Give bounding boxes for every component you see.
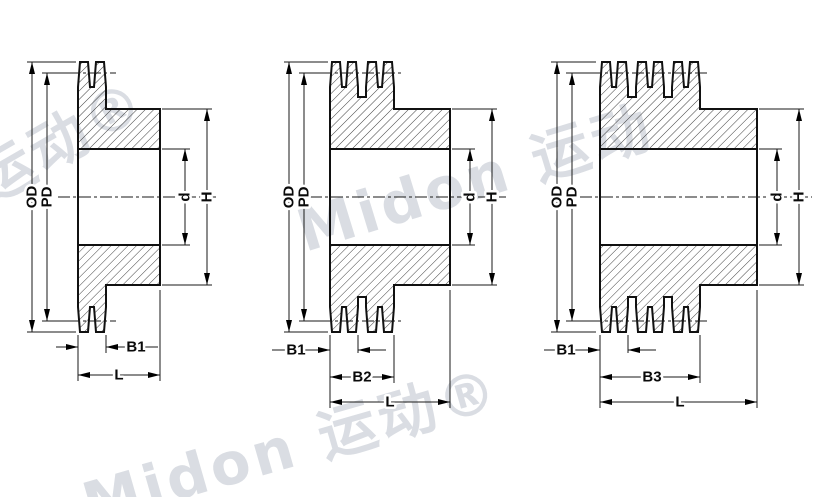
dimension-lines [29, 62, 210, 378]
bore-diameter-label: d [462, 192, 479, 201]
dimension-labels: OD PD d H B1 L [21, 183, 218, 386]
pd-label: PD [296, 186, 313, 207]
sprocket-upper-section [77, 61, 161, 150]
pd-label: PD [39, 186, 56, 207]
dimension-lines [544, 62, 802, 405]
sprocket-body [599, 61, 758, 333]
hub-diameter-label: H [791, 192, 808, 203]
sprocket-lower-section [599, 244, 758, 333]
centerlines [310, 72, 506, 322]
b1-label: B1 [556, 342, 575, 359]
b2-label: B2 [352, 369, 371, 386]
od-label: OD [24, 186, 41, 209]
sprocket-body [77, 61, 161, 333]
sprocket-lower-section [329, 244, 451, 333]
diagram-duplex: OD PD d H B1 B2 L [272, 61, 506, 413]
sprocket-lower-section [77, 244, 161, 333]
dimension-labels: OD PD d H B1 B3 L [546, 183, 810, 413]
length-label: L [385, 394, 394, 411]
bore-diameter-label: d [769, 192, 786, 201]
length-label: L [675, 394, 684, 411]
dimension-labels: OD PD d H B1 B2 L [278, 183, 503, 413]
od-label: OD [281, 186, 298, 209]
length-label: L [114, 367, 123, 384]
dimension-lines [272, 62, 495, 405]
od-label: OD [549, 186, 566, 209]
diagram-simplex: OD PD d H B1 L [21, 61, 218, 386]
sprocket-body [329, 61, 451, 333]
b3-label: B3 [642, 369, 661, 386]
centerlines [580, 72, 812, 322]
b1-label: B1 [286, 342, 305, 359]
sprocket-upper-section [599, 61, 758, 150]
hub-diameter-label: H [199, 192, 216, 203]
hub-diameter-label: H [484, 192, 501, 203]
pd-label: PD [564, 186, 581, 207]
bore-diameter-label: d [177, 192, 194, 201]
sprocket-upper-section [329, 61, 451, 150]
centerlines [58, 72, 216, 322]
diagram-triplex: OD PD d H B1 B3 L [544, 61, 812, 413]
watermark-bottom: Midon 运动® [75, 354, 508, 497]
b1-label: B1 [126, 339, 145, 356]
